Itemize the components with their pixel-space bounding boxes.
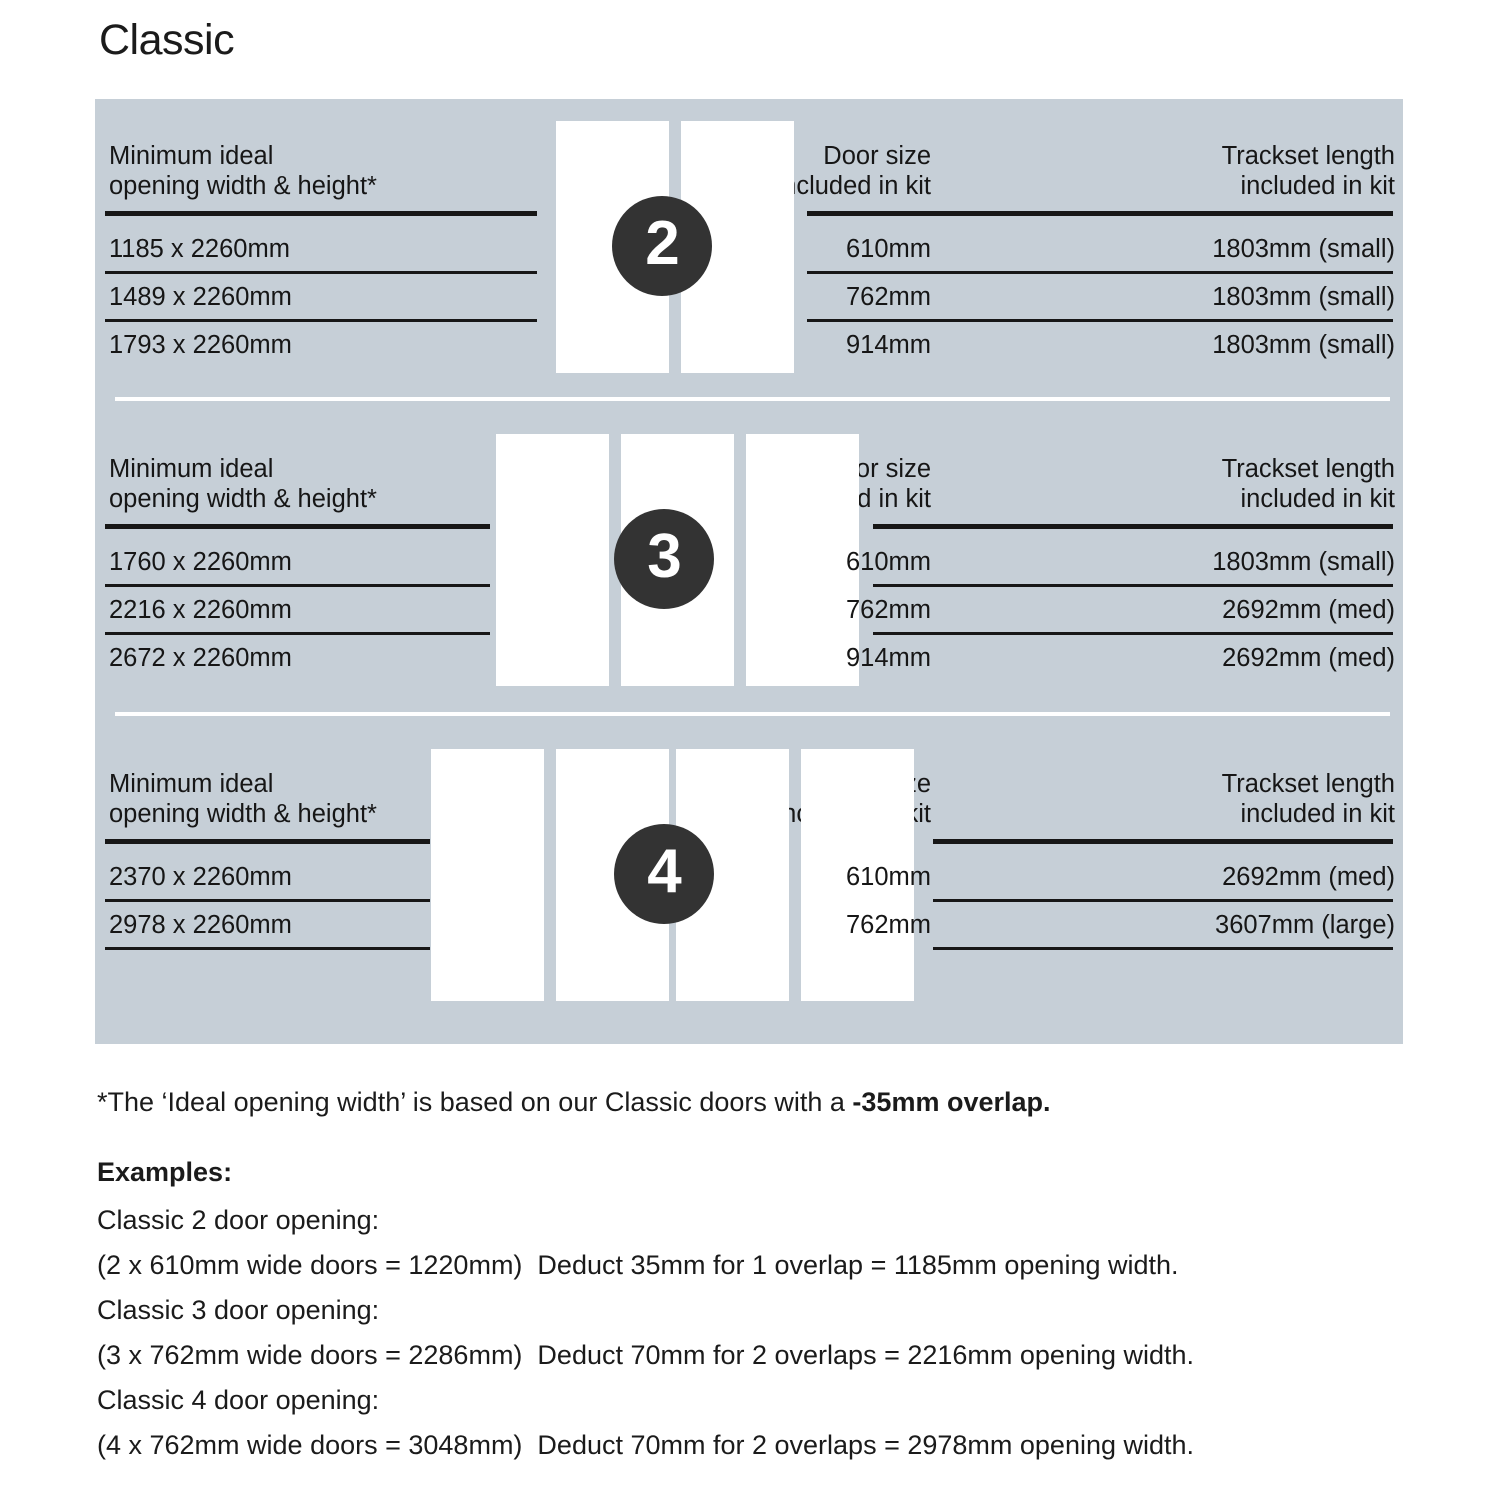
door-size-value: 610mm (845, 548, 931, 576)
row-rule-right (807, 271, 1393, 274)
header-rule-left (105, 524, 490, 529)
trackset-value: 2692mm (med) (1222, 644, 1395, 672)
opening-value: 1793 x 2260mm (109, 331, 292, 359)
door-panel (496, 434, 609, 686)
trackset-value: 2692mm (med) (1222, 596, 1395, 624)
column-header-trackset: Trackset length included in kit (1221, 455, 1395, 513)
door-count-badge-3: 3 (614, 509, 714, 609)
opening-value: 2672 x 2260mm (109, 644, 292, 672)
sizing-panel: Minimum ideal opening width & height* Do… (95, 99, 1403, 1044)
door-size-value: 762mm (845, 911, 931, 939)
trackset-value: 2692mm (med) (1222, 863, 1395, 891)
row-rule-right (807, 319, 1393, 322)
door-count-badge-2: 2 (612, 196, 712, 296)
trackset-value: 1803mm (small) (1212, 283, 1395, 311)
page-title: Classic (99, 16, 235, 64)
column-header-opening: Minimum ideal opening width & height* (109, 455, 377, 513)
door-size-value: 610mm (845, 235, 931, 263)
column-header-trackset: Trackset length included in kit (1221, 142, 1395, 200)
opening-value: 1185 x 2260mm (109, 235, 290, 263)
header-rule-left (105, 839, 430, 844)
door-count-badge-4: 4 (614, 824, 714, 924)
opening-value: 2216 x 2260mm (109, 596, 292, 624)
row-rule-right (873, 632, 1393, 635)
trackset-value: 1803mm (small) (1212, 331, 1395, 359)
door-size-value: 762mm (845, 283, 931, 311)
example-line: (2 x 610mm wide doors = 1220mm) Deduct 3… (97, 1250, 1179, 1280)
footnote-bold: -35mm overlap. (852, 1087, 1051, 1117)
door-size-value: 914mm (845, 331, 931, 359)
door-size-value: 762mm (845, 596, 931, 624)
opening-value: 2370 x 2260mm (109, 863, 292, 891)
column-header-opening: Minimum ideal opening width & height* (109, 142, 377, 200)
footnote-text: *The ‘Ideal opening width’ is based on o… (97, 1087, 853, 1117)
opening-value: 1489 x 2260mm (109, 283, 292, 311)
door-panel (431, 749, 544, 1001)
row-rule-left (105, 319, 537, 322)
example-line: Classic 4 door opening: (97, 1385, 380, 1415)
example-line: (4 x 762mm wide doors = 3048mm) Deduct 7… (97, 1430, 1195, 1460)
column-header-trackset: Trackset length included in kit (1221, 770, 1395, 828)
section-divider (115, 397, 1390, 401)
header-rule-right (933, 839, 1393, 844)
row-rule-left (105, 584, 490, 587)
example-line: (3 x 762mm wide doors = 2286mm) Deduct 7… (97, 1340, 1195, 1370)
row-rule-right (933, 899, 1393, 902)
section-3-door: Minimum ideal opening width & height* Do… (95, 412, 1403, 712)
trackset-value: 1803mm (small) (1212, 235, 1395, 263)
examples-heading: Examples: (97, 1157, 233, 1187)
section-divider (115, 712, 1390, 716)
section-4-door: Minimum ideal opening width & height* Do… (95, 727, 1403, 1044)
door-panel (801, 749, 914, 1001)
row-rule-left (105, 271, 537, 274)
row-rule-left (105, 947, 430, 950)
opening-value: 2978 x 2260mm (109, 911, 292, 939)
door-size-value: 610mm (845, 863, 931, 891)
door-illustration-4 (431, 749, 914, 1001)
header-rule-right (873, 524, 1393, 529)
header-rule-left (105, 211, 537, 216)
row-rule-left (105, 632, 490, 635)
example-line: Classic 2 door opening: (97, 1205, 380, 1235)
column-header-opening: Minimum ideal opening width & height* (109, 770, 377, 828)
example-line: Classic 3 door opening: (97, 1295, 380, 1325)
overlap-footnote: *The ‘Ideal opening width’ is based on o… (97, 1085, 1051, 1119)
row-rule-right (873, 584, 1393, 587)
door-panel (746, 434, 859, 686)
column-header-door-size: Door size included in kit (776, 142, 931, 200)
row-rule-right (933, 947, 1393, 950)
opening-value: 1760 x 2260mm (109, 548, 292, 576)
door-size-value: 914mm (845, 644, 931, 672)
row-rule-left (105, 899, 430, 902)
header-rule-right (807, 211, 1393, 216)
section-2-door: Minimum ideal opening width & height* Do… (95, 99, 1403, 397)
trackset-value: 3607mm (large) (1215, 911, 1395, 939)
trackset-value: 1803mm (small) (1212, 548, 1395, 576)
